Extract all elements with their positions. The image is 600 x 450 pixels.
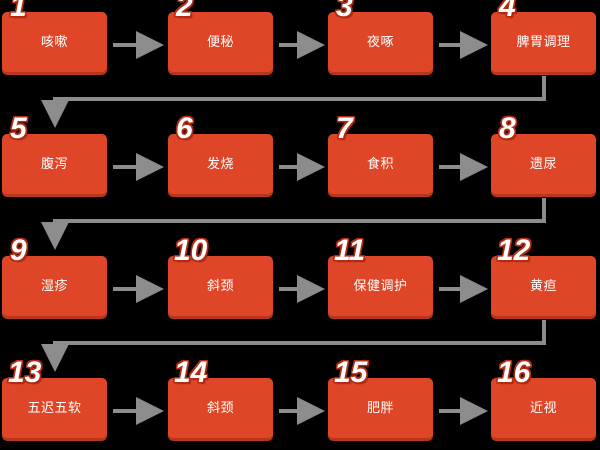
- flow-node-7[interactable]: 7 食积: [328, 114, 433, 194]
- flow-node-13[interactable]: 13 五迟五软: [2, 358, 107, 438]
- flow-node-5[interactable]: 5 腹泻: [2, 114, 107, 194]
- node-number-badge: 15: [334, 356, 368, 389]
- node-label: 发烧: [206, 156, 234, 171]
- node-number-badge: 7: [336, 112, 353, 145]
- node-label: 黄疸: [529, 278, 557, 293]
- node-label: 腹泻: [40, 156, 68, 171]
- node-label: 近视: [529, 400, 557, 415]
- node-number-badge: 3: [336, 0, 353, 23]
- node-label: 湿疹: [40, 278, 68, 293]
- flow-node-15[interactable]: 15 肥胖: [328, 358, 433, 438]
- flow-node-8[interactable]: 8 遗尿: [491, 114, 596, 194]
- arrow-8-to-9: [41, 198, 546, 250]
- node-label: 保健调护: [353, 278, 408, 293]
- flow-node-9[interactable]: 9 湿疹: [2, 236, 107, 316]
- node-label: 食积: [366, 156, 394, 171]
- flow-node-3[interactable]: 3 夜啄: [328, 0, 433, 72]
- node-label: 夜啄: [366, 34, 394, 49]
- arrow-4-to-5: [41, 76, 546, 128]
- node-label: 便秘: [206, 34, 234, 49]
- node-number-badge: 2: [176, 0, 193, 23]
- node-label: 咳嗽: [40, 34, 68, 49]
- flow-node-4[interactable]: 4 脾胃调理: [491, 0, 596, 72]
- flow-node-14[interactable]: 14 斜颈: [168, 358, 273, 438]
- node-label: 肥胖: [366, 400, 394, 415]
- flow-node-1[interactable]: 1 咳嗽: [2, 0, 107, 72]
- flow-node-16[interactable]: 16 近视: [491, 358, 596, 438]
- node-number-badge: 6: [176, 112, 193, 145]
- node-label: 斜颈: [206, 400, 234, 415]
- arrow-12-to-13: [41, 320, 546, 372]
- node-number-badge: 13: [8, 356, 42, 389]
- flow-node-6[interactable]: 6 发烧: [168, 114, 273, 194]
- node-number-badge: 1: [10, 0, 27, 23]
- node-number-badge: 9: [10, 234, 27, 267]
- flow-node-2[interactable]: 2 便秘: [168, 0, 273, 72]
- node-number-badge: 12: [497, 234, 531, 267]
- node-label: 斜颈: [206, 278, 234, 293]
- node-number-badge: 11: [334, 234, 366, 267]
- node-number-badge: 4: [499, 0, 516, 23]
- flow-node-12[interactable]: 12 黄疸: [491, 236, 596, 316]
- node-number-badge: 16: [497, 356, 531, 389]
- node-number-badge: 14: [174, 356, 208, 389]
- flow-node-10[interactable]: 10 斜颈: [168, 236, 273, 316]
- node-number-badge: 10: [174, 234, 208, 267]
- node-number-badge: 8: [499, 112, 516, 145]
- node-label: 遗尿: [529, 156, 557, 171]
- node-number-badge: 5: [10, 112, 27, 145]
- node-label: 五迟五软: [27, 400, 82, 415]
- flow-node-11[interactable]: 11 保健调护: [328, 236, 433, 316]
- node-label: 脾胃调理: [516, 34, 571, 49]
